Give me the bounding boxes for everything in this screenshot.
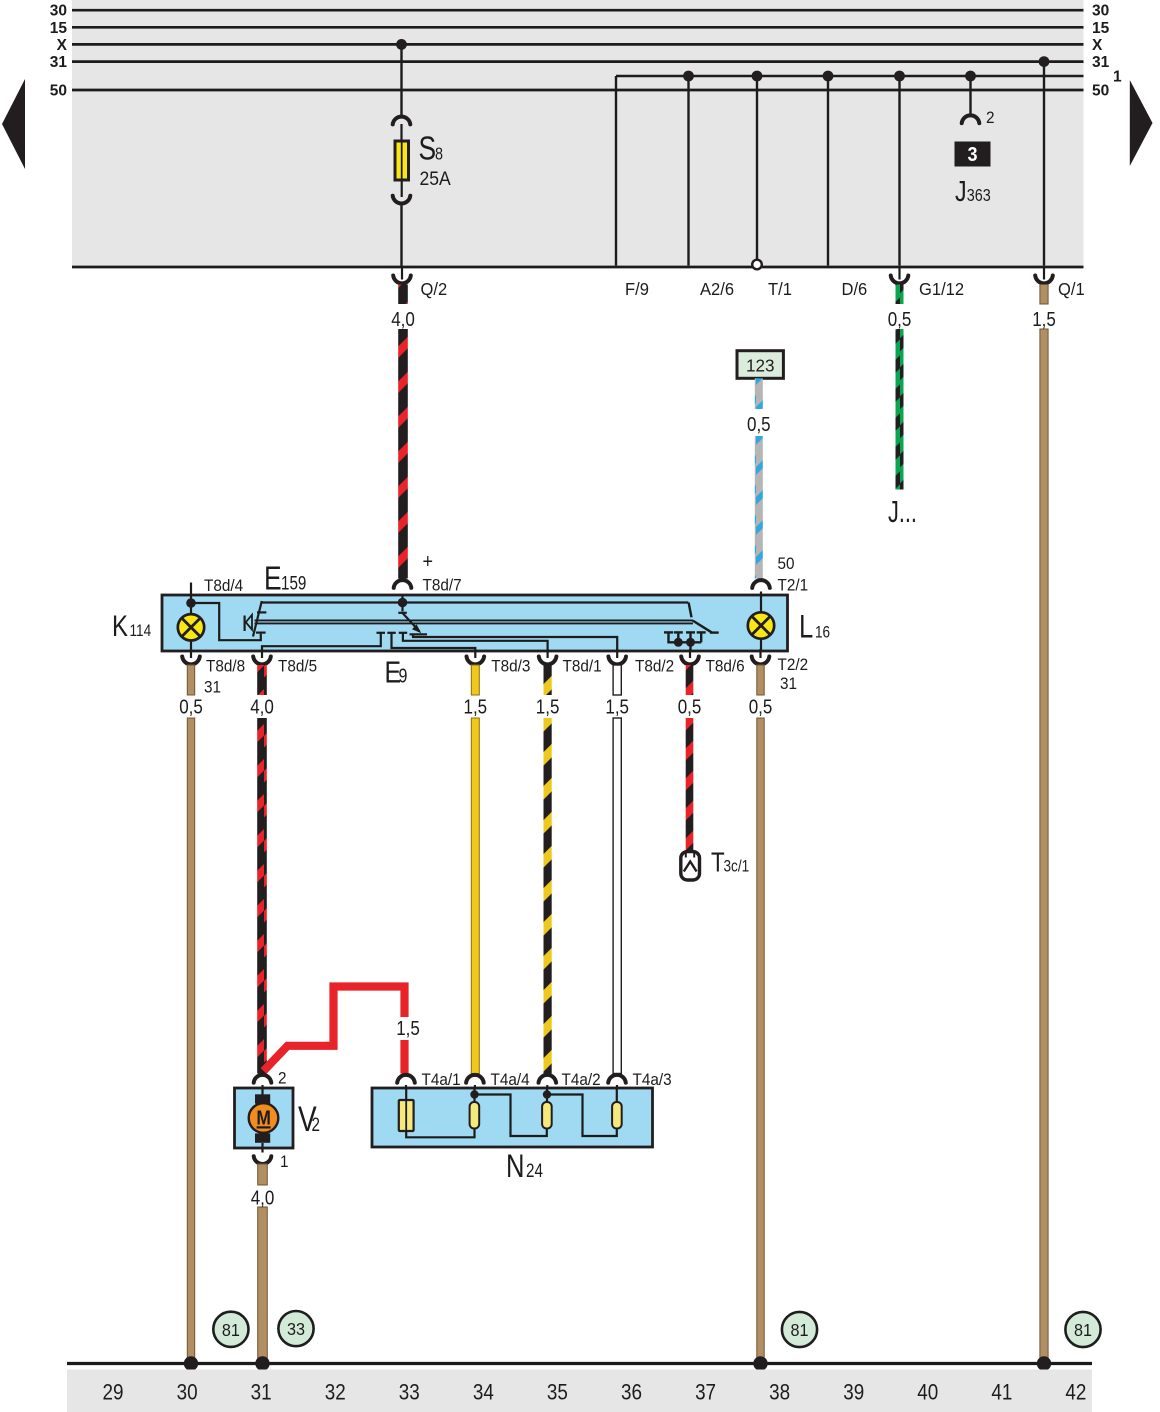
- svg-text:N: N: [506, 1149, 524, 1184]
- svg-text:3: 3: [967, 144, 977, 166]
- svg-text:50: 50: [778, 554, 795, 573]
- svg-text:15: 15: [50, 20, 68, 37]
- svg-text:30: 30: [177, 1380, 198, 1405]
- svg-text:T4a/2: T4a/2: [562, 1070, 601, 1089]
- svg-text:T8d/4: T8d/4: [204, 576, 243, 595]
- svg-text:81: 81: [790, 1320, 808, 1340]
- svg-text:34: 34: [473, 1380, 494, 1405]
- svg-text:114: 114: [130, 622, 152, 641]
- svg-text:36: 36: [621, 1380, 642, 1405]
- svg-text:15: 15: [1092, 20, 1110, 37]
- svg-text:T2/1: T2/1: [778, 576, 809, 595]
- svg-text:31: 31: [204, 678, 221, 697]
- svg-text:T8d/5: T8d/5: [278, 657, 317, 676]
- svg-text:X: X: [1092, 37, 1103, 54]
- svg-text:31: 31: [780, 674, 797, 693]
- svg-text:X: X: [57, 37, 68, 54]
- svg-text:M: M: [256, 1107, 271, 1130]
- svg-text:V: V: [298, 1099, 317, 1139]
- svg-text:1,5: 1,5: [396, 1017, 420, 1040]
- svg-text:1,5: 1,5: [605, 695, 629, 718]
- svg-text:9: 9: [399, 665, 408, 687]
- svg-text:29: 29: [103, 1380, 124, 1405]
- svg-text:0,5: 0,5: [179, 695, 203, 718]
- svg-text:J...: J...: [888, 494, 917, 529]
- svg-text:K: K: [112, 608, 128, 642]
- svg-text:50: 50: [1092, 83, 1109, 100]
- svg-text:T8d/7: T8d/7: [423, 576, 462, 595]
- svg-text:1,5: 1,5: [463, 695, 487, 718]
- svg-text:31: 31: [50, 54, 68, 71]
- svg-text:1: 1: [280, 1152, 289, 1171]
- svg-text:T2/2: T2/2: [778, 655, 809, 674]
- svg-text:16: 16: [815, 623, 830, 642]
- svg-text:40: 40: [917, 1380, 938, 1405]
- svg-text:T: T: [711, 847, 725, 878]
- svg-text:+: +: [423, 551, 434, 573]
- svg-text:1,5: 1,5: [1032, 308, 1056, 331]
- svg-text:Q/1: Q/1: [1058, 278, 1085, 299]
- svg-text:S: S: [419, 131, 437, 167]
- svg-text:0,5: 0,5: [888, 308, 912, 331]
- svg-text:33: 33: [287, 1319, 305, 1339]
- svg-text:159: 159: [281, 572, 306, 594]
- svg-text:T4a/1: T4a/1: [422, 1070, 461, 1089]
- svg-text:41: 41: [991, 1380, 1012, 1405]
- svg-text:8: 8: [435, 144, 443, 164]
- svg-text:81: 81: [222, 1320, 240, 1340]
- svg-text:F/9: F/9: [625, 278, 649, 299]
- svg-text:31: 31: [251, 1380, 272, 1405]
- svg-text:1: 1: [1113, 69, 1122, 86]
- svg-text:81: 81: [1074, 1320, 1092, 1340]
- svg-text:T8d/8: T8d/8: [206, 657, 245, 676]
- svg-text:30: 30: [1092, 3, 1109, 20]
- svg-text:T8d/2: T8d/2: [635, 657, 674, 676]
- svg-text:4,0: 4,0: [391, 308, 415, 331]
- svg-text:G1/12: G1/12: [919, 278, 964, 299]
- svg-text:4,0: 4,0: [251, 1186, 275, 1209]
- svg-text:A2/6: A2/6: [700, 278, 734, 299]
- svg-text:J: J: [955, 174, 967, 207]
- svg-text:35: 35: [547, 1380, 568, 1405]
- svg-text:38: 38: [769, 1380, 790, 1405]
- svg-text:0,5: 0,5: [749, 695, 773, 718]
- svg-text:4,0: 4,0: [250, 695, 274, 718]
- svg-text:T8d/3: T8d/3: [491, 657, 530, 676]
- svg-text:T8d/1: T8d/1: [563, 657, 602, 676]
- svg-text:0,5: 0,5: [678, 695, 702, 718]
- svg-text:39: 39: [843, 1380, 864, 1405]
- svg-text:E: E: [264, 561, 282, 597]
- svg-text:T8d/6: T8d/6: [706, 657, 745, 676]
- svg-text:33: 33: [399, 1380, 420, 1405]
- svg-text:31: 31: [1092, 54, 1110, 71]
- svg-text:T4a/3: T4a/3: [633, 1070, 672, 1089]
- svg-text:123: 123: [746, 355, 775, 376]
- svg-text:25A: 25A: [420, 167, 452, 189]
- svg-text:2: 2: [986, 108, 995, 127]
- svg-text:363: 363: [967, 186, 991, 206]
- svg-text:Q/2: Q/2: [421, 278, 448, 299]
- svg-text:E: E: [385, 655, 402, 689]
- svg-text:30: 30: [50, 3, 67, 20]
- svg-text:0,5: 0,5: [747, 413, 771, 436]
- svg-text:3c/1: 3c/1: [724, 857, 750, 876]
- svg-text:D/6: D/6: [842, 278, 868, 299]
- svg-text:37: 37: [695, 1380, 716, 1405]
- svg-text:24: 24: [526, 1159, 543, 1181]
- svg-text:2: 2: [278, 1069, 287, 1088]
- svg-text:50: 50: [50, 83, 67, 100]
- svg-text:2: 2: [312, 1113, 320, 1135]
- svg-text:T4a/4: T4a/4: [491, 1070, 530, 1089]
- svg-text:32: 32: [325, 1380, 346, 1405]
- svg-text:1,5: 1,5: [536, 695, 560, 718]
- svg-text:T/1: T/1: [768, 278, 792, 299]
- svg-text:L: L: [799, 610, 813, 645]
- svg-text:42: 42: [1065, 1380, 1086, 1405]
